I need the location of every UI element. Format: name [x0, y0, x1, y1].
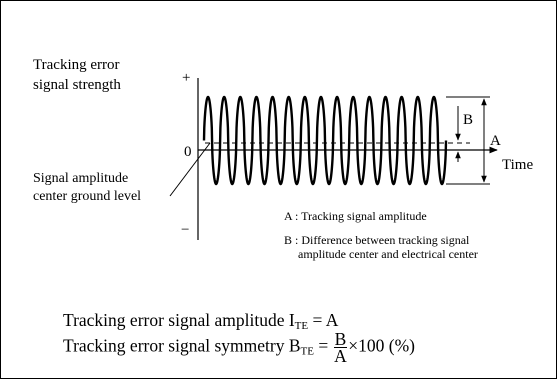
ground-label-line2: center ground level — [33, 189, 141, 204]
fraction-denominator: A — [334, 346, 347, 366]
marker-b: B — [463, 112, 473, 128]
legend-b-line1: B : Difference between tracking signal — [284, 233, 470, 247]
amplitude-formula-rhs: = A — [308, 310, 339, 330]
ground-label-line1: Signal amplitude — [33, 171, 128, 186]
symmetry-formula-rhs: ×100 (%) — [348, 335, 416, 356]
fraction-numerator: B — [333, 329, 348, 349]
legend-a: A : Tracking signal amplitude — [284, 209, 427, 223]
symmetry-formula-subscript: TE — [300, 345, 314, 358]
legend-b-line2: amplitude center and electrical center — [298, 247, 478, 261]
ground-label-leader-line — [169, 142, 211, 197]
time-label: Time — [502, 157, 533, 173]
minus-sign: − — [181, 222, 189, 238]
zero-label: 0 — [184, 144, 192, 160]
amplitude-formula-text: Tracking error signal amplitude I — [63, 310, 295, 330]
symmetry-formula-eq: = — [313, 335, 333, 356]
amplitude-formula: Tracking error signal amplitude ITE = A — [63, 310, 338, 336]
plus-sign: + — [182, 70, 190, 86]
amplitude-formula-subscript: TE — [294, 320, 309, 332]
marker-a: A — [490, 133, 501, 149]
symmetry-formula-text: Tracking error signal symmetry B — [63, 335, 301, 356]
y-axis-label-line2: signal strength — [33, 77, 121, 93]
tracking-signal-waveform — [202, 95, 448, 186]
y-axis-label-line1: Tracking error — [33, 57, 120, 73]
